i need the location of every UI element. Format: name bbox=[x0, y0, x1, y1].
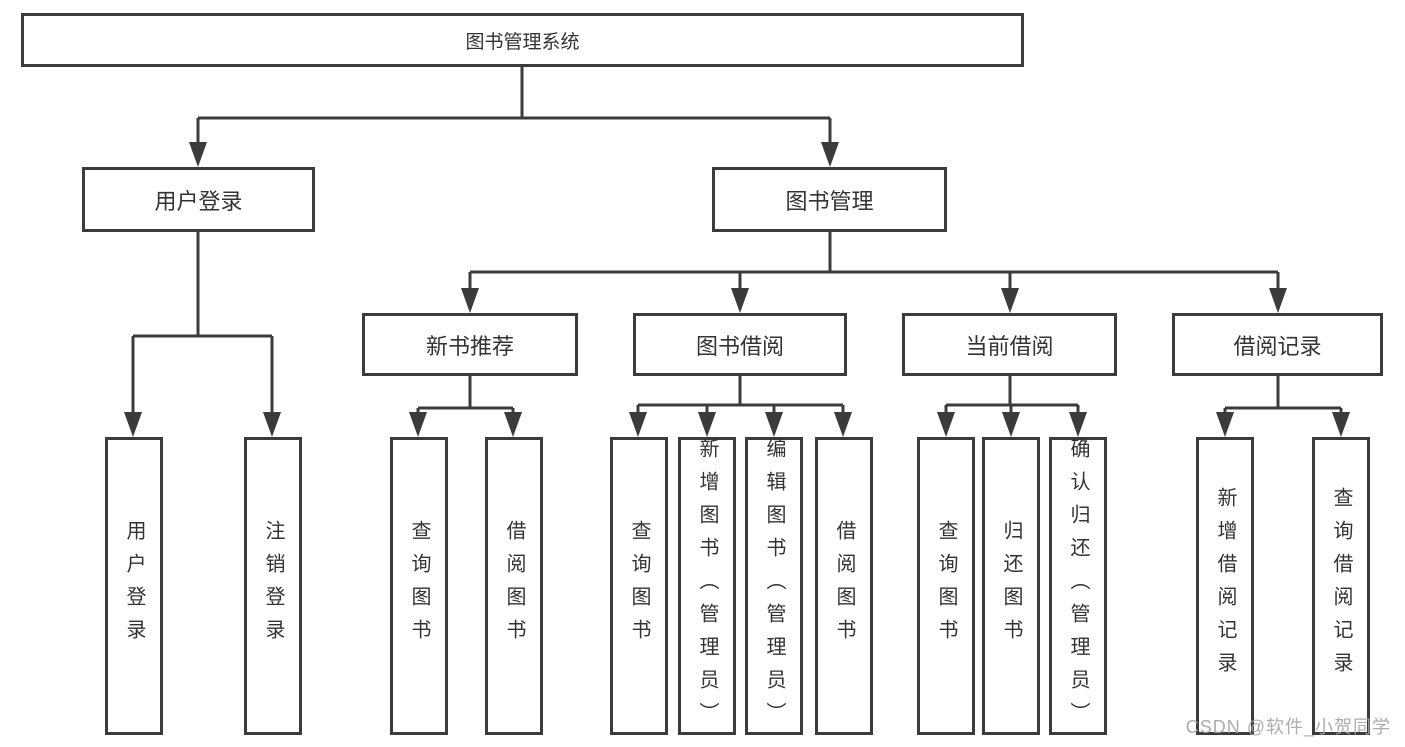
node-library-management-system: 图书管理系统 bbox=[21, 13, 1024, 67]
arrow-icon bbox=[1216, 412, 1234, 437]
node-label: 图书管理 bbox=[785, 188, 874, 214]
node-book-management: 图书管理 bbox=[712, 167, 947, 232]
leaf-label: 查询图书 bbox=[628, 520, 650, 652]
connector-login-to-leaves bbox=[131, 232, 274, 425]
connector-borrow-to-leaves bbox=[636, 376, 845, 425]
leaf-query-books-rec: 查询图书 bbox=[390, 437, 448, 735]
leaf-confirm-return-admin: 确认归还（管理员） bbox=[1049, 437, 1107, 735]
csdn-watermark: CSDN @软件_小贺同学 bbox=[1185, 717, 1391, 737]
arrow-icon bbox=[629, 412, 647, 437]
arrow-icon bbox=[1002, 412, 1020, 437]
leaf-label: 借阅图书 bbox=[833, 520, 855, 652]
arrow-icon bbox=[821, 142, 839, 167]
leaf-label: 借阅图书 bbox=[503, 520, 525, 652]
arrow-icon bbox=[1069, 412, 1087, 437]
leaf-borrow-books: 借阅图书 bbox=[815, 437, 873, 735]
leaf-label: 查询图书 bbox=[935, 520, 957, 652]
arrow-icon bbox=[765, 412, 783, 437]
arrowheads bbox=[124, 142, 1350, 437]
arrow-icon bbox=[1269, 288, 1287, 313]
leaf-add-borrow-record: 新增借阅记录 bbox=[1196, 437, 1254, 735]
leaf-query-books-current: 查询图书 bbox=[917, 437, 975, 735]
leaf-label: 注销登录 bbox=[262, 520, 284, 652]
leaf-label: 编辑图书（管理员） bbox=[763, 437, 785, 735]
arrow-icon bbox=[1001, 288, 1019, 313]
leaf-label: 查询借阅记录 bbox=[1330, 487, 1352, 685]
connector-lines bbox=[131, 66, 1343, 425]
node-current-borrowing: 当前借阅 bbox=[902, 313, 1117, 376]
leaf-label: 查询图书 bbox=[408, 520, 430, 652]
arrow-icon bbox=[731, 288, 749, 313]
node-label: 图书管理系统 bbox=[465, 31, 580, 53]
leaf-logout: 注销登录 bbox=[244, 437, 302, 735]
leaf-label: 新增图书（管理员） bbox=[696, 437, 718, 735]
node-label: 图书借阅 bbox=[695, 333, 784, 359]
leaf-label: 用户登录 bbox=[123, 520, 145, 652]
node-book-borrowing: 图书借阅 bbox=[633, 313, 847, 376]
arrow-icon bbox=[263, 412, 281, 437]
node-user-login: 用户登录 bbox=[82, 167, 315, 232]
leaf-label: 归还图书 bbox=[1000, 520, 1022, 652]
node-label: 当前借阅 bbox=[965, 333, 1054, 359]
leaf-query-books-borrow: 查询图书 bbox=[610, 437, 668, 735]
arrow-icon bbox=[834, 412, 852, 437]
connector-root-to-level2 bbox=[196, 66, 832, 158]
arrow-icon bbox=[698, 412, 716, 437]
node-label: 借阅记录 bbox=[1233, 333, 1322, 359]
leaf-label: 新增借阅记录 bbox=[1214, 487, 1236, 685]
arrow-icon bbox=[461, 288, 479, 313]
connector-history-to-leaves bbox=[1223, 376, 1343, 425]
arrow-icon bbox=[937, 412, 955, 437]
leaf-return-books: 归还图书 bbox=[982, 437, 1040, 735]
leaf-user-login: 用户登录 bbox=[105, 437, 163, 735]
leaf-add-books-admin: 新增图书（管理员） bbox=[678, 437, 736, 735]
arrow-icon bbox=[504, 412, 522, 437]
arrow-icon bbox=[409, 412, 427, 437]
node-new-book-recommendation: 新书推荐 bbox=[362, 313, 578, 376]
arrow-icon bbox=[1332, 412, 1350, 437]
node-label: 用户登录 bbox=[154, 188, 243, 214]
arrow-icon bbox=[124, 412, 142, 437]
node-label: 新书推荐 bbox=[425, 333, 514, 359]
leaf-edit-books-admin: 编辑图书（管理员） bbox=[745, 437, 803, 735]
connector-rec-to-leaves bbox=[416, 376, 515, 425]
arrow-icon bbox=[189, 142, 207, 167]
leaf-label: 确认归还（管理员） bbox=[1067, 437, 1089, 735]
node-borrowing-records: 借阅记录 bbox=[1172, 313, 1383, 376]
connector-mgmt-to-level3 bbox=[468, 232, 1280, 300]
leaf-borrow-books-rec: 借阅图书 bbox=[485, 437, 543, 735]
leaf-query-borrow-record: 查询借阅记录 bbox=[1312, 437, 1370, 735]
